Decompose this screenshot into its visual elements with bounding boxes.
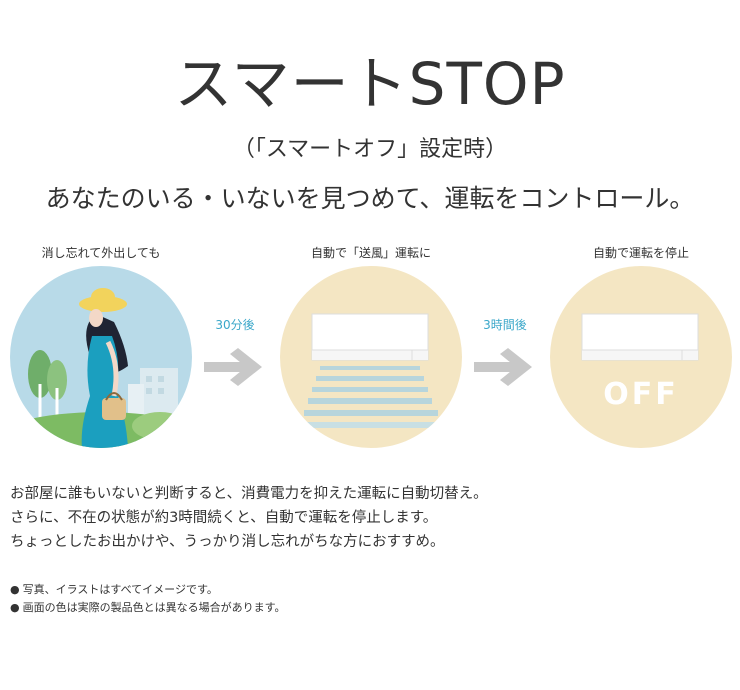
description-line-1: お部屋に誰もいないと判断すると、消費電力を抑えた運転に自動切替え。 — [10, 486, 488, 502]
step-3-illustration: OFF — [550, 266, 732, 448]
note-item: ●画面の色は実際の製品色とは異なる場合があります。 — [10, 599, 730, 617]
arrow-2-time-label: 3時間後 — [483, 318, 527, 332]
step-2-label: 自動で「送風」運転に — [310, 246, 431, 260]
step-1-label: 消し忘れて外出しても — [41, 246, 161, 260]
air-conditioner-fan-mode-illustration — [300, 313, 442, 428]
right-arrow-icon — [204, 348, 262, 386]
step-3-label: 自動で運転を停止 — [592, 246, 689, 260]
step-1-illustration — [10, 266, 192, 448]
off-badge: OFF — [603, 377, 679, 412]
arrow-step-1-to-2: 30分後 — [200, 318, 270, 398]
air-conditioner-off-illustration: OFF — [581, 313, 699, 412]
note-item: ●写真、イラストはすべてイメージです。 — [10, 581, 730, 599]
bullet-icon: ● — [10, 583, 20, 596]
page-tagline: あなたのいる・いないを見つめて、運転をコントロール。 — [45, 184, 695, 213]
arrow-1-time-label: 30分後 — [215, 318, 255, 332]
note-text: 写真、イラストはすべてイメージです。 — [22, 583, 218, 596]
woman-going-out-illustration — [10, 288, 192, 448]
disclaimer-notes: ●写真、イラストはすべてイメージです。 ●画面の色は実際の製品色とは異なる場合が… — [10, 581, 730, 617]
arrow-step-2-to-3: 3時間後 — [470, 318, 540, 398]
bullet-icon: ● — [10, 601, 20, 614]
page-subtitle: （「スマートオフ」設定時） — [232, 137, 508, 162]
right-arrow-icon — [474, 348, 532, 386]
step-2-illustration — [280, 266, 462, 448]
note-text: 画面の色は実際の製品色とは異なる場合があります。 — [22, 601, 286, 614]
description-line-3: ちょっとしたお出かけや、うっかり消し忘れがちな方におすすめ。 — [10, 534, 445, 550]
description-line-2: さらに、不在の状態が約3時間続くと、自動で運転を停止します。 — [10, 510, 438, 526]
description: お部屋に誰もいないと判断すると、消費電力を抑えた運転に自動切替え。 さらに、不在… — [10, 482, 730, 554]
page-title: スマートSTOP — [174, 50, 566, 118]
